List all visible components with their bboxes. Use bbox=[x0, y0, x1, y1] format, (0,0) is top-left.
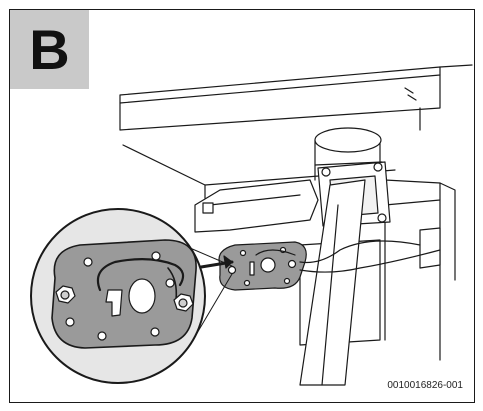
figure-code: 0010016826-001 bbox=[387, 380, 463, 391]
magnifier-detail bbox=[30, 208, 233, 384]
burner-plate-small bbox=[218, 240, 441, 291]
support-arm bbox=[299, 179, 366, 386]
housing-outline bbox=[119, 64, 473, 199]
screw bbox=[55, 285, 76, 304]
screw bbox=[173, 293, 194, 312]
step-label: B bbox=[29, 17, 70, 81]
step-badge: B bbox=[10, 10, 89, 89]
boiler-illustration bbox=[30, 64, 473, 386]
flue-pipe bbox=[314, 127, 383, 181]
